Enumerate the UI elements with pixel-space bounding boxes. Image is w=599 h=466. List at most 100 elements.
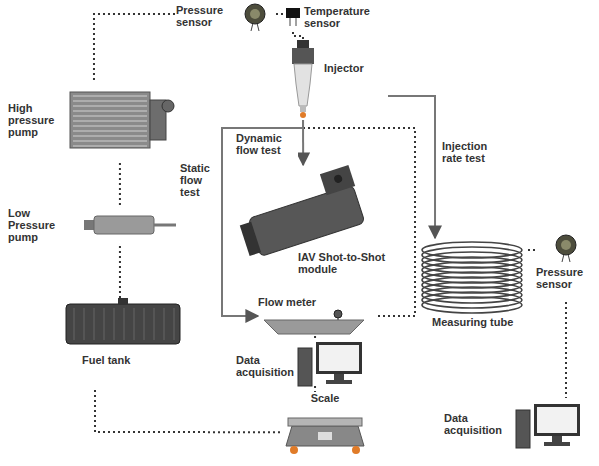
dotted-connector bbox=[293, 32, 303, 40]
component-node: Temperature sensor bbox=[286, 2, 376, 32]
component-illustration bbox=[84, 213, 176, 237]
illustration-circle bbox=[290, 446, 298, 454]
illustration-line bbox=[164, 308, 165, 340]
component-label: Temperature sensor bbox=[304, 5, 376, 29]
component-illustration bbox=[70, 84, 176, 156]
component-label: Fuel tank bbox=[82, 354, 142, 366]
illustration-circle bbox=[245, 4, 265, 24]
illustration-circle bbox=[162, 100, 174, 112]
illustration-line bbox=[73, 121, 147, 122]
illustration-line bbox=[124, 308, 125, 340]
illustration-line bbox=[296, 18, 297, 26]
component-illustration bbox=[280, 408, 370, 456]
illustration-g bbox=[232, 165, 367, 260]
illustration-rect bbox=[66, 304, 180, 344]
dotted-connector bbox=[528, 249, 536, 251]
illustration-path bbox=[264, 320, 364, 334]
dotted-connector bbox=[95, 390, 280, 432]
illustration-line bbox=[144, 308, 145, 340]
illustration-circle bbox=[556, 235, 576, 255]
component-illustration bbox=[553, 234, 581, 264]
illustration-rect bbox=[248, 185, 365, 257]
component-label: Scale bbox=[280, 392, 370, 404]
illustration-line bbox=[104, 308, 105, 340]
illustration-circle bbox=[333, 174, 343, 184]
illustration-path bbox=[286, 426, 364, 446]
component-label: Data acquisition bbox=[444, 412, 512, 436]
dotted-connector bbox=[276, 13, 286, 15]
illustration-rect bbox=[552, 436, 562, 442]
illustration-line bbox=[73, 111, 147, 112]
component-label: IAV Shot-to-Shot module bbox=[298, 251, 394, 275]
illustration-line bbox=[94, 308, 95, 340]
component-node: Injector bbox=[288, 40, 388, 120]
component-node: Data acquisition bbox=[440, 398, 590, 460]
component-node: Fuel tank bbox=[60, 298, 185, 390]
dotted-connector bbox=[119, 160, 121, 205]
illustration-rect bbox=[316, 342, 362, 374]
component-label: Pressure sensor bbox=[176, 4, 238, 28]
component-label: Measuring tube bbox=[432, 316, 516, 328]
illustration-line bbox=[73, 146, 147, 147]
illustration-line bbox=[154, 308, 155, 340]
edge-label: Dynamic flow test bbox=[236, 132, 298, 156]
illustration-rect bbox=[300, 106, 306, 112]
component-node: Measuring tube bbox=[418, 238, 528, 343]
illustration-rect bbox=[544, 442, 570, 446]
illustration-path bbox=[294, 64, 312, 106]
illustration-rect bbox=[326, 380, 352, 384]
illustration-circle bbox=[334, 310, 342, 318]
component-node: Low Pressure pump bbox=[4, 205, 176, 245]
illustration-line bbox=[73, 96, 147, 97]
dotted-connector bbox=[565, 302, 567, 398]
illustration-rect bbox=[516, 410, 530, 448]
component-illustration bbox=[236, 165, 386, 253]
illustration-line bbox=[134, 308, 135, 340]
illustration-rect bbox=[298, 348, 312, 386]
illustration-line bbox=[73, 136, 147, 137]
illustration-line bbox=[174, 308, 175, 340]
illustration-ellipse bbox=[422, 297, 522, 313]
illustration-line bbox=[73, 106, 147, 107]
dotted-connector bbox=[94, 14, 176, 80]
component-label: Flow meter bbox=[258, 296, 328, 308]
component-node: Data acquisition bbox=[236, 340, 366, 386]
component-node: Scale bbox=[280, 392, 370, 458]
illustration-line bbox=[73, 141, 147, 142]
illustration-circle bbox=[352, 446, 360, 454]
component-illustration bbox=[288, 40, 318, 120]
dotted-connector bbox=[314, 336, 316, 340]
illustration-rect bbox=[334, 374, 344, 380]
illustration-rect bbox=[288, 418, 362, 426]
component-illustration bbox=[298, 340, 364, 386]
edge-label: Static flow test bbox=[180, 162, 220, 198]
component-illustration bbox=[66, 298, 180, 348]
component-illustration bbox=[258, 310, 370, 336]
illustration-line bbox=[74, 308, 75, 340]
component-label: Low Pressure pump bbox=[8, 207, 72, 243]
component-label: Pressure sensor bbox=[536, 266, 594, 290]
illustration-rect bbox=[94, 216, 154, 234]
component-illustration bbox=[516, 402, 586, 452]
dotted-connector bbox=[314, 386, 316, 392]
illustration-line bbox=[73, 126, 147, 127]
illustration-rect bbox=[118, 298, 128, 305]
illustration-rect bbox=[292, 48, 314, 64]
illustration-rect bbox=[319, 345, 359, 371]
component-label: High pressure pump bbox=[8, 102, 68, 138]
illustration-rect bbox=[84, 220, 94, 230]
illustration-line bbox=[154, 224, 176, 227]
component-node: Pressure sensor bbox=[536, 232, 596, 302]
illustration-rect bbox=[318, 432, 332, 440]
component-label: Injector bbox=[324, 62, 384, 74]
illustration-rect bbox=[537, 407, 577, 433]
illustration-circle bbox=[561, 240, 571, 250]
component-node: Flow meter bbox=[258, 296, 373, 336]
illustration-rect bbox=[297, 40, 309, 48]
illustration-rect bbox=[286, 8, 300, 18]
illustration-rect bbox=[320, 165, 355, 195]
component-node: Pressure sensor bbox=[176, 2, 276, 30]
illustration-line bbox=[73, 116, 147, 117]
illustration-line bbox=[290, 18, 291, 26]
component-illustration bbox=[418, 238, 526, 314]
